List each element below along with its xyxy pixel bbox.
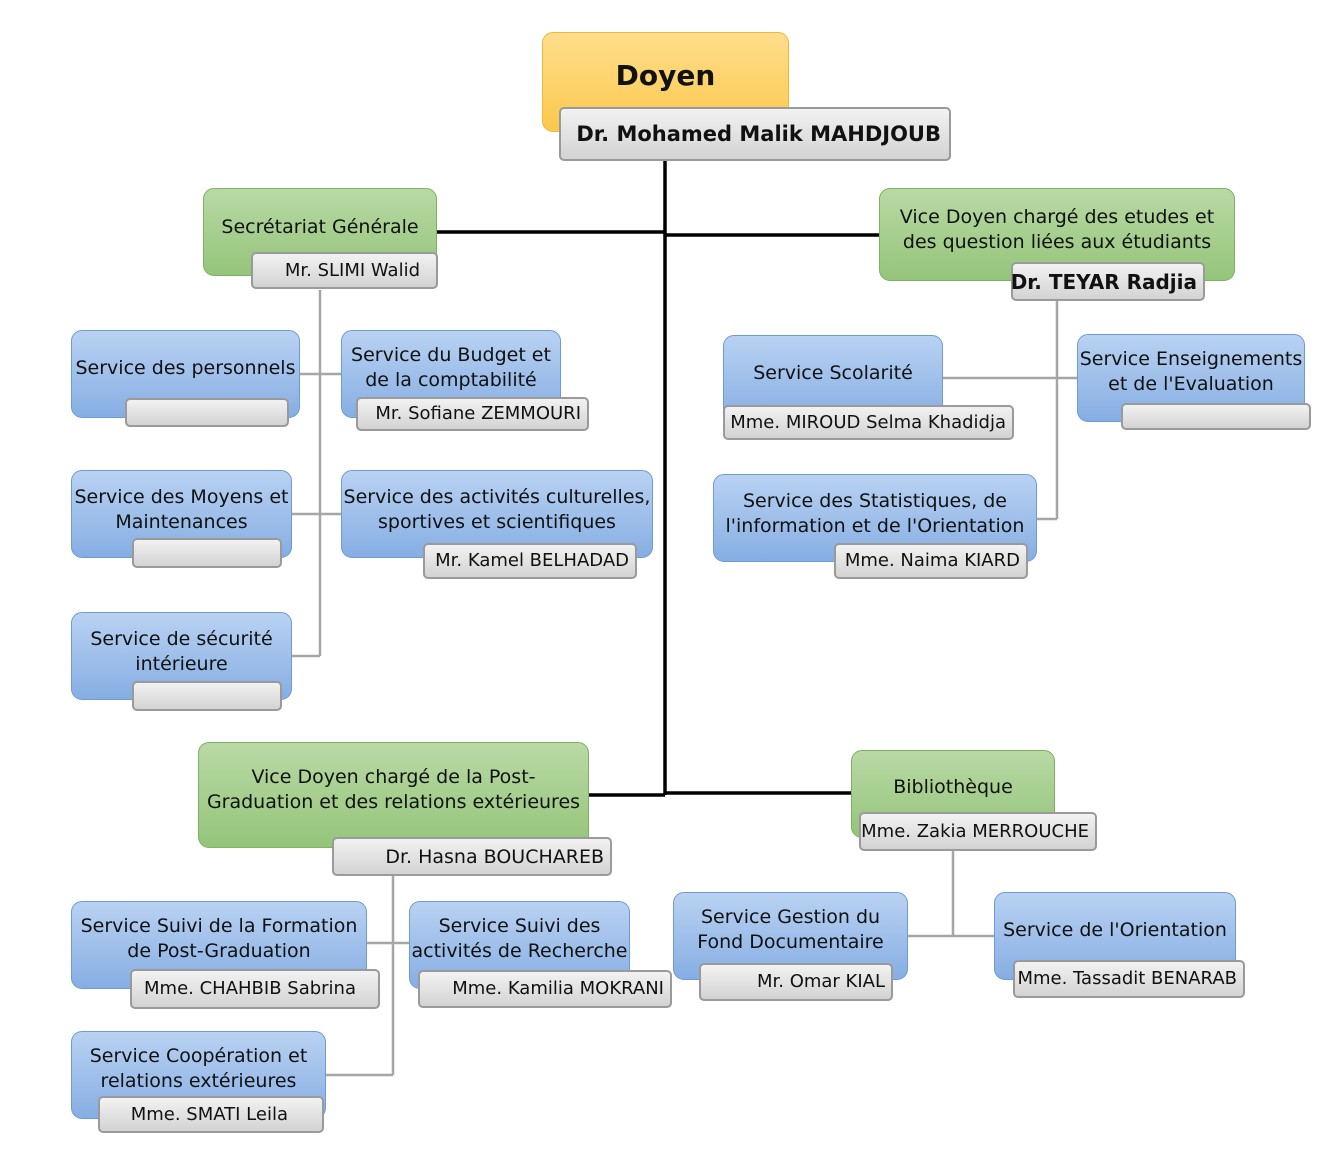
service-statistiques-name: Mme. Naima KIARD [834,543,1028,579]
service-budget-name: Mr. Sofiane ZEMMOURI [356,397,589,431]
service-cooperation-name: Mme. SMATI Leila [98,1096,324,1133]
service-enseignements-name [1121,403,1311,430]
vd-postgrad-name: Dr. Hasna BOUCHAREB [332,837,612,876]
service-orientation-name: Mme. Tassadit BENARAB [1013,960,1245,998]
vd-etudes-title: Vice Doyen chargé des etudes et des ques… [899,206,1215,253]
vd-postgrad-title: Vice Doyen chargé de la Post- Graduation… [206,766,581,813]
service-activites-name: Mr. Kamel BELHADAD [423,543,637,579]
service-personnels-name [125,398,289,427]
vd-postgrad-box: Vice Doyen chargé de la Post- Graduation… [198,742,589,848]
dean-name: Dr. Mohamed Malik MAHDJOUB [559,107,951,161]
bibliotheque-title: Bibliothèque [893,776,1013,798]
bibliotheque-name: Mme. Zakia MERROUCHE [859,812,1097,851]
service-recherche-name: Mme. Kamilia MOKRANI [418,970,672,1008]
vd-etudes-name: Dr. TEYAR Radjia [1011,262,1205,301]
secretariat-title: Secrétariat Générale [221,216,419,238]
service-moyens-name [132,538,282,568]
service-fond-documentaire-name: Mr. Omar KIAL [699,963,893,1001]
service-scolarite-name: Mme. MIROUD Selma Khadidja [723,405,1014,440]
service-formation-postgrad-name: Mme. CHAHBIB Sabrina [130,969,380,1009]
service-securite-name [132,681,282,711]
secretariat-name: Mr. SLIMI Walid [251,252,438,289]
dean-title: Doyen [615,58,716,92]
